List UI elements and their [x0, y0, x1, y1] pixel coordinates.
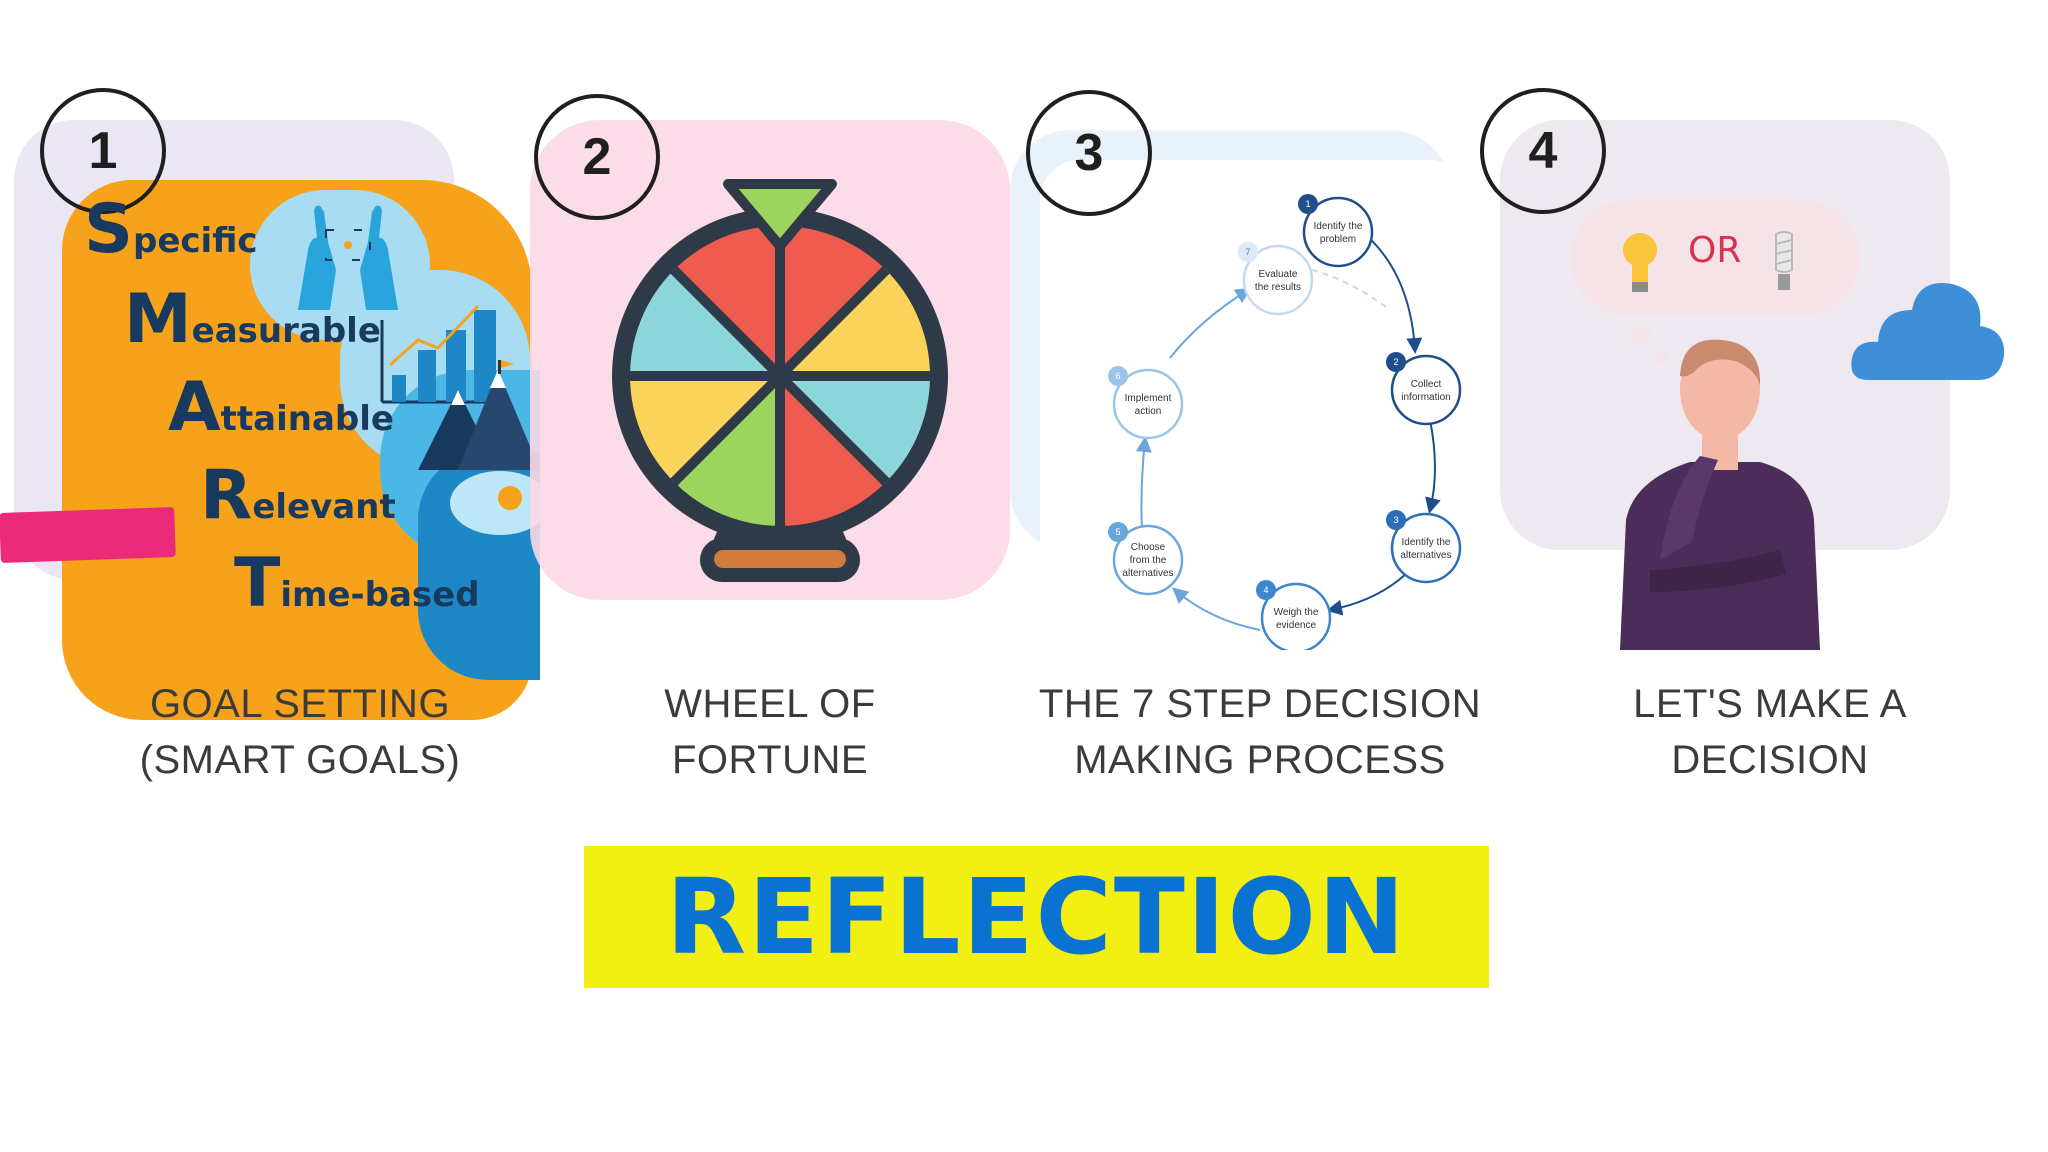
caption-line: (SMART GOALS)	[139, 738, 461, 782]
panel-decision-process: 1 Identify the problem 2 Collect informa…	[1000, 90, 1480, 650]
smart-letter: R	[200, 456, 253, 535]
or-label: OR	[1688, 230, 1742, 271]
step-label: Evaluate	[1259, 269, 1298, 280]
step-badge: 5	[1115, 527, 1120, 537]
cloud-icon	[1851, 283, 2005, 380]
caption-line: LET'S MAKE A	[1633, 682, 1907, 726]
step-badge: 3	[1393, 515, 1398, 525]
caption-line: MAKING PROCESS	[1074, 738, 1446, 782]
thought-bubble	[1570, 200, 1860, 316]
framing-hands-icon	[298, 205, 398, 310]
decision-node-3: 3 Identify the alternatives	[1386, 510, 1462, 584]
step-label: the results	[1255, 282, 1301, 293]
caption-line: DECISION	[1671, 738, 1869, 782]
decision-node-5: 5 Choose from the alternatives	[1108, 522, 1184, 596]
step-number-4: 4	[1480, 88, 1606, 214]
smart-word: easurable	[191, 311, 381, 351]
reflection-banner: REFLECTION	[584, 846, 1489, 988]
step-label: Identify the	[1402, 537, 1451, 548]
smart-letter: M	[124, 280, 192, 359]
caption-wheel-of-fortune: WHEEL OF FORTUNE	[590, 676, 950, 788]
step-label: Weigh the	[1274, 607, 1319, 618]
smart-letter: A	[168, 368, 221, 447]
step-label: action	[1135, 406, 1162, 417]
lightbulb-icon	[1623, 233, 1657, 292]
thinking-person-icon	[1620, 339, 1820, 650]
smart-letter: S	[84, 190, 133, 269]
step-label: Collect	[1411, 379, 1442, 390]
thought-bubble-dot	[1630, 326, 1652, 344]
smart-relevant: Relevant	[200, 456, 396, 535]
caption-line: GOAL SETTING	[149, 682, 451, 726]
decision-node-7: 7 Evaluate the results	[1238, 242, 1314, 316]
smart-time-based: Time-based	[234, 544, 480, 623]
step-number-3: 3	[1026, 90, 1152, 216]
panel-make-decision: OR 4	[1480, 88, 2020, 650]
smart-word: elevant	[252, 487, 396, 527]
step-label: information	[1401, 392, 1450, 403]
step-label: alternatives	[1400, 550, 1451, 561]
decision-node-4: 4 Weigh the evidence	[1256, 580, 1332, 650]
smart-letter: T	[234, 544, 281, 623]
target-icon	[450, 471, 540, 535]
thought-bubble-dot	[1656, 352, 1670, 364]
decision-cycle-diagram: 1 Identify the problem 2 Collect informa…	[1108, 194, 1462, 650]
step-label: Identify the	[1314, 221, 1363, 232]
caption-line: FORTUNE	[671, 738, 869, 782]
step-badge: 7	[1245, 247, 1250, 257]
smart-word: ime-based	[280, 575, 480, 615]
step-label: problem	[1320, 234, 1356, 245]
pink-tape	[0, 506, 176, 564]
step-label: evidence	[1276, 620, 1316, 631]
caption-make-decision: LET'S MAKE A DECISION	[1580, 676, 1960, 788]
step-label: from the	[1130, 555, 1167, 566]
step-label: Implement	[1125, 393, 1172, 404]
caption-goal-setting: GOAL SETTING (SMART GOALS)	[110, 676, 490, 788]
step-label: Choose	[1131, 542, 1166, 553]
smart-attainable: Attainable	[168, 368, 394, 447]
decision-node-6: 6 Implement action	[1108, 366, 1184, 440]
smart-measurable: Measurable	[124, 280, 381, 359]
mountains-icon	[418, 360, 540, 470]
step-badge: 6	[1115, 371, 1120, 381]
step-badge: 4	[1263, 585, 1268, 595]
panel-smart-goals: 1 Specific Measurable Attainable Relevan…	[0, 88, 540, 720]
reflection-label: REFLECTION	[666, 856, 1407, 978]
decision-node-2: 2 Collect information	[1386, 352, 1462, 426]
caption-line: THE 7 STEP DECISION	[1038, 682, 1482, 726]
smart-specific: Specific	[84, 190, 258, 269]
cfl-bulb-icon	[1775, 231, 1793, 290]
smart-word: pecific	[132, 221, 258, 261]
wheel-of-fortune-icon	[612, 179, 948, 582]
step-label: alternatives	[1122, 568, 1173, 579]
step-badge: 1	[1305, 199, 1310, 209]
step-number-2: 2	[534, 94, 660, 220]
caption-decision-process: THE 7 STEP DECISION MAKING PROCESS	[1020, 676, 1500, 788]
smart-word: ttainable	[220, 399, 394, 439]
step-number-1: 1	[40, 88, 166, 214]
panel-wheel-of-fortune: 2	[520, 90, 1020, 650]
step-badge: 2	[1393, 357, 1398, 367]
caption-line: WHEEL OF	[664, 682, 876, 726]
rising-bar-chart-icon	[380, 304, 504, 404]
decision-node-1: 1 Identify the problem	[1298, 194, 1374, 268]
